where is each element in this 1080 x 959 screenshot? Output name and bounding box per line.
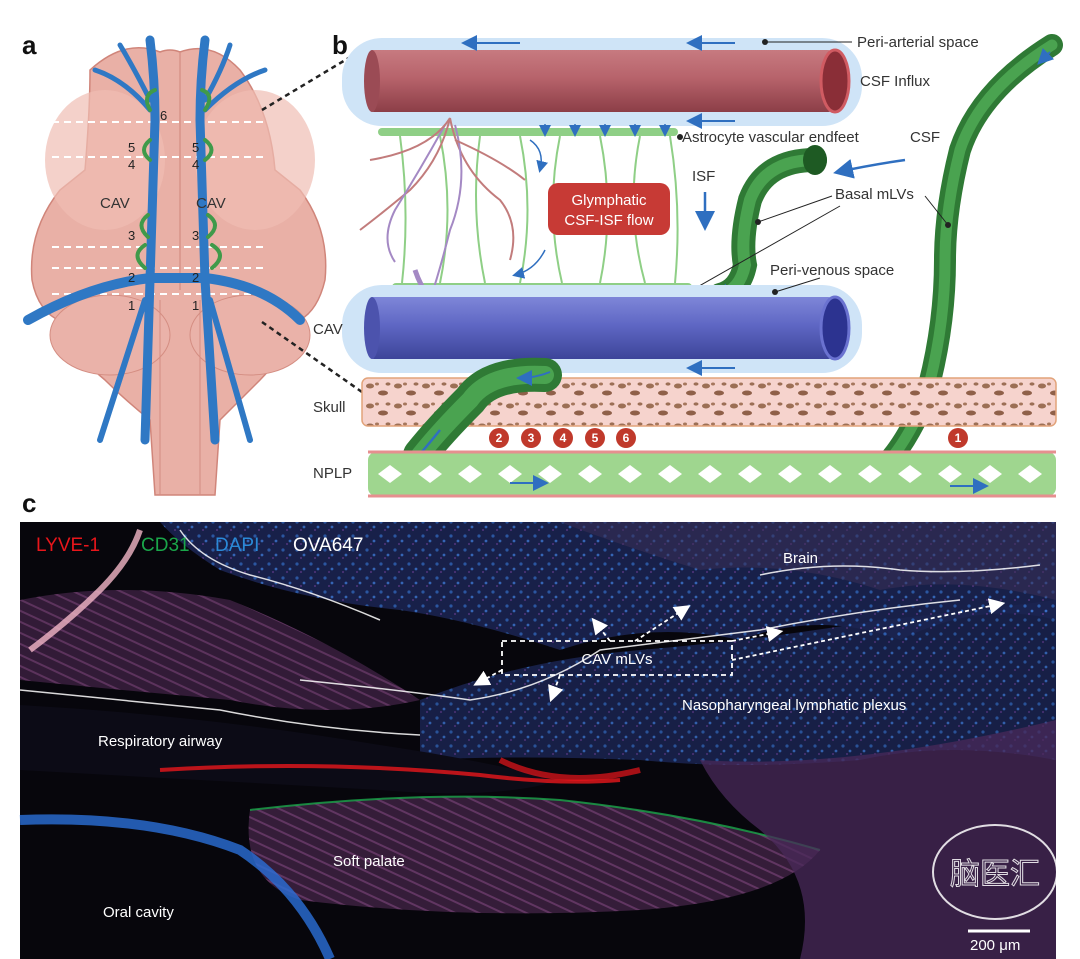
svg-text:6: 6 xyxy=(160,108,167,123)
legend-cd31: CD31 xyxy=(141,535,190,556)
vein-end-left xyxy=(364,297,380,359)
cav-label-left: CAV xyxy=(100,195,130,212)
isf-label: ISF xyxy=(692,168,715,185)
cav-mlvs-box xyxy=(501,640,733,676)
svg-text:4: 4 xyxy=(128,157,135,172)
connector-top xyxy=(261,48,363,112)
glymphatic-line2: CSF-ISF flow xyxy=(564,212,653,229)
micrograph xyxy=(19,522,1056,959)
panel-b-letter: b xyxy=(332,30,348,60)
level-numbers: 6 5 4 3 2 1 5 4 3 2 1 xyxy=(128,108,199,313)
svg-text:1: 1 xyxy=(192,298,199,313)
artery xyxy=(368,50,834,112)
svg-text:3: 3 xyxy=(128,228,135,243)
cav-mlvs-arrows xyxy=(473,598,1006,703)
basal-lymph-vessels xyxy=(135,88,222,270)
panel-a: a xyxy=(22,30,363,496)
cav-mlvs-label: CAV mLVs xyxy=(581,651,652,668)
skull-label: Skull xyxy=(313,399,346,416)
glymphatic-box xyxy=(548,183,670,235)
astrocyte-endfeet-top xyxy=(378,128,678,136)
glymphatic-line1: Glymphatic xyxy=(571,192,647,209)
svg-text:5: 5 xyxy=(592,431,599,445)
svg-text:5: 5 xyxy=(192,140,199,155)
soft-palate-label: Soft palate xyxy=(333,853,405,870)
panel-c-letter: c xyxy=(22,488,36,518)
peri-arterial-label: Peri-arterial space xyxy=(857,34,979,51)
svg-text:1: 1 xyxy=(128,298,135,313)
svg-text:2: 2 xyxy=(496,431,503,445)
basal-mlvs-label: Basal mLVs xyxy=(835,186,914,203)
svg-text:2: 2 xyxy=(192,270,199,285)
cav-label-b: CAV xyxy=(313,321,343,338)
oral-cavity-label: Oral cavity xyxy=(103,904,174,921)
csf-label: CSF xyxy=(910,129,940,146)
scale-bar-label: 200 μm xyxy=(970,937,1020,954)
svg-text:3: 3 xyxy=(528,431,535,445)
brain-outline xyxy=(30,47,327,496)
legend-ova647: OVA647 xyxy=(293,535,363,556)
legend-lyve1: LYVE-1 xyxy=(36,535,100,556)
artery-end-left xyxy=(364,50,380,112)
nplp-plexus xyxy=(368,450,1056,498)
panel-a-letter: a xyxy=(22,30,37,60)
svg-text:4: 4 xyxy=(560,431,567,445)
capillaries xyxy=(359,117,526,302)
svg-text:5: 5 xyxy=(128,140,135,155)
panel-c: c xyxy=(19,488,1058,959)
astrocyte-endfeet-label: Astrocyte vascular endfeet xyxy=(682,129,860,146)
outflow-badges: 2 3 4 5 6 1 xyxy=(489,428,968,448)
peri-venous-label: Peri-venous space xyxy=(770,262,894,279)
legend-dapi: DAPI xyxy=(215,535,259,556)
cav-label-right: CAV xyxy=(196,195,226,212)
connector-bottom xyxy=(261,320,363,394)
respiratory-airway-label: Respiratory airway xyxy=(98,733,223,750)
svg-text:4: 4 xyxy=(192,157,199,172)
panel-b: b Peri-arterial space CSF Influx xyxy=(313,30,1063,498)
nasopharyngeal-label: Nasopharyngeal lymphatic plexus xyxy=(682,697,906,714)
brain-label: Brain xyxy=(783,550,818,567)
watermark: 脑医汇 xyxy=(932,824,1058,920)
csf-influx-label: CSF Influx xyxy=(860,73,931,90)
vein-end-right xyxy=(819,295,851,361)
vein xyxy=(368,297,834,359)
channel-legend: LYVE-1 CD31 DAPI OVA647 xyxy=(36,535,363,556)
svg-text:3: 3 xyxy=(192,228,199,243)
svg-text:6: 6 xyxy=(623,431,630,445)
artery-end-right xyxy=(819,48,851,114)
nplp-label: NPLP xyxy=(313,465,352,482)
svg-text:2: 2 xyxy=(128,270,135,285)
flow-arrows xyxy=(512,124,715,279)
svg-text:脑医汇: 脑医汇 xyxy=(950,857,1040,892)
svg-text:1: 1 xyxy=(955,431,962,445)
